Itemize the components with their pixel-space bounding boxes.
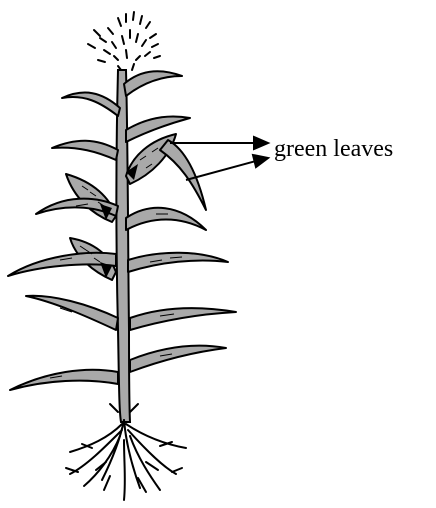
leaf <box>10 370 118 390</box>
green-leaves-label: green leaves <box>274 136 393 162</box>
leaf <box>130 308 236 330</box>
arrowhead-lower <box>253 155 268 167</box>
leaf <box>52 141 118 160</box>
leaf <box>128 253 228 272</box>
leaf <box>126 208 206 230</box>
leaf <box>130 346 226 372</box>
leaf <box>62 93 120 116</box>
leaf <box>126 117 190 143</box>
tassel <box>88 12 160 70</box>
arrowhead-upper <box>254 137 268 149</box>
arrow-lower <box>186 161 256 180</box>
leaf <box>124 71 182 96</box>
leaf <box>160 140 206 210</box>
stem <box>117 70 131 422</box>
leaf <box>26 296 118 330</box>
